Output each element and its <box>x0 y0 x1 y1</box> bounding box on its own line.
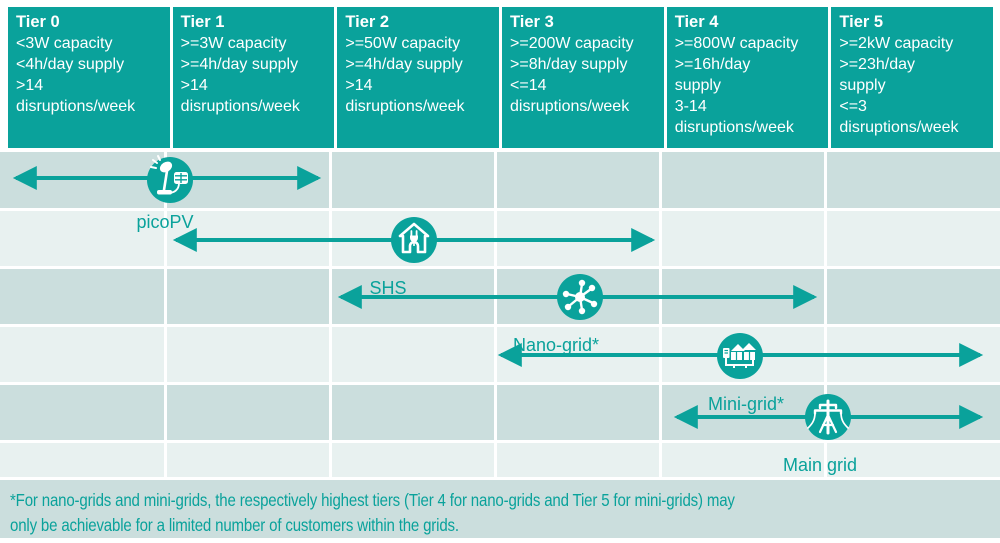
row-mini-grid <box>0 327 1000 382</box>
footnote-text: *For nano-grids and mini-grids, the resp… <box>10 490 735 535</box>
row-picopv <box>0 152 1000 208</box>
tier-title: Tier 1 <box>180 13 225 31</box>
tier-description: >=200W capacity >=8h/day supply <=14 dis… <box>510 35 634 115</box>
column-divider <box>328 152 332 480</box>
picopv-label: picoPV <box>136 212 194 232</box>
row-main-grid-label <box>0 443 1000 477</box>
tier-description: >=3W capacity >=4h/day supply >14 disrup… <box>180 35 300 115</box>
tier-title: Tier 5 <box>839 13 884 31</box>
tier-box-2: Tier 2 >=50W capacity >=4h/day supply >1… <box>337 7 500 148</box>
tier-box-4: Tier 4 >=800W capacity >=16h/day supply … <box>666 7 829 148</box>
tier-description: <3W capacity <4h/day supply >14 disrupti… <box>16 35 136 115</box>
mini-grid-label: Mini-grid* <box>707 394 785 414</box>
tier-title: Tier 4 <box>674 13 719 31</box>
row-nano-grid <box>0 269 1000 324</box>
tier-description: >=2kW capacity >=23h/day supply <=3 disr… <box>839 35 959 136</box>
column-divider <box>658 152 662 480</box>
tier-header-row: Tier 0 <3W capacity <4h/day supply >14 d… <box>8 7 994 148</box>
tier-title: Tier 3 <box>510 13 554 31</box>
footnote-bar: *For nano-grids and mini-grids, the resp… <box>0 480 1000 538</box>
column-divider <box>493 152 497 480</box>
tier-title: Tier 0 <box>16 13 60 31</box>
tier-box-0: Tier 0 <3W capacity <4h/day supply >14 d… <box>8 7 170 148</box>
tier-description: >=800W capacity >=16h/day supply 3-14 di… <box>674 35 799 136</box>
tier-description: >=50W capacity >=4h/day supply >14 disru… <box>345 35 465 115</box>
shs-label: SHS <box>369 278 407 298</box>
row-main-grid <box>0 385 1000 440</box>
column-divider <box>823 152 827 480</box>
tier-box-3: Tier 3 >=200W capacity >=8h/day supply <… <box>502 7 664 148</box>
tier-box-5: Tier 5 >=2kW capacity >=23h/day supply <… <box>831 7 994 148</box>
main-grid-label: Main grid <box>782 455 858 475</box>
nano-grid-label: Nano-grid* <box>512 335 600 355</box>
tier-title: Tier 2 <box>345 13 390 31</box>
tier-box-1: Tier 1 >=3W capacity >=4h/day supply >14… <box>172 7 335 148</box>
column-divider <box>163 152 167 480</box>
